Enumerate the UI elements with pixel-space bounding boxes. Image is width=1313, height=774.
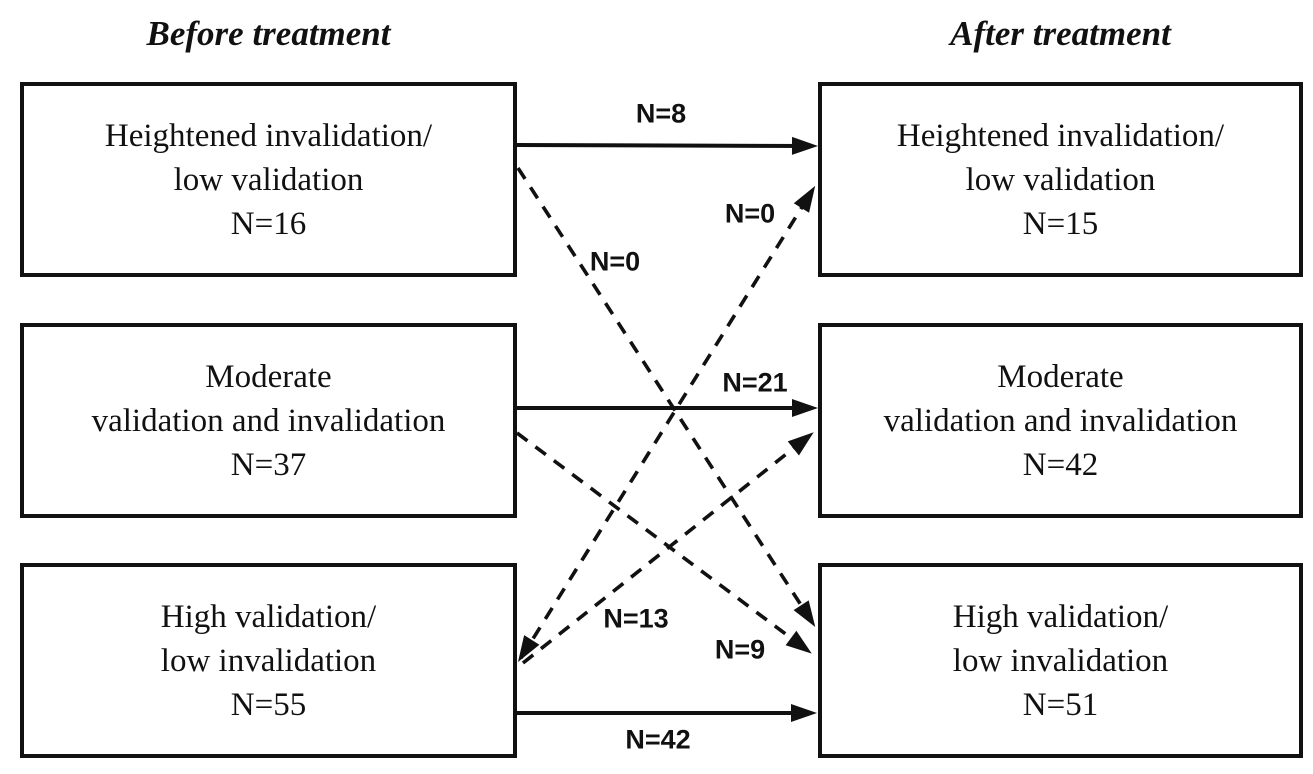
column-title-before: Before treatment <box>146 14 391 53</box>
arrow-label-heightened-to-high: N=0 <box>589 246 641 277</box>
arrow-label-high-to-heightened: N=0 <box>724 198 776 229</box>
arrow-label-high-to-moderate: N=13 <box>603 603 669 634</box>
box-count: N=15 <box>1022 205 1099 242</box>
column-title-after: After treatment <box>950 14 1171 53</box>
box-line: low validation <box>173 161 364 198</box>
box-count: N=16 <box>230 205 307 242</box>
arrow-label-high-to-high: N=42 <box>625 724 691 755</box>
arrow-label-moderate-to-moderate: N=21 <box>722 367 788 398</box>
box-before-high: High validation/ low invalidation N=55 <box>20 563 517 758</box>
box-line: validation and invalidation <box>91 402 446 439</box>
arrow-label-heightened-to-heightened: N=8 <box>635 98 687 129</box>
box-before-moderate: Moderate validation and invalidation N=3… <box>20 323 517 518</box>
box-after-moderate: Moderate validation and invalidation N=4… <box>818 323 1303 518</box>
box-count: N=42 <box>1022 446 1099 483</box>
arrow-high-to-heightened <box>519 185 816 659</box>
box-before-heightened: Heightened invalidation/ low validation … <box>20 82 517 277</box>
box-line: Moderate <box>205 358 332 395</box>
box-count: N=37 <box>230 446 307 483</box>
box-count: N=55 <box>230 686 307 723</box>
box-line: High validation/ <box>160 598 377 635</box>
arrow-heightened-to-heightened <box>516 136 818 155</box>
box-line: High validation/ <box>952 598 1169 635</box>
arrow-label-moderate-to-high: N=9 <box>714 634 766 665</box>
box-after-heightened: Heightened invalidation/ low validation … <box>818 82 1303 277</box>
box-line: validation and invalidation <box>883 402 1238 439</box>
box-line: low validation <box>965 161 1156 198</box>
box-count: N=51 <box>1022 686 1099 723</box>
box-line: low invalidation <box>952 642 1169 679</box>
box-line: Moderate <box>997 358 1124 395</box>
box-line: Heightened invalidation/ <box>896 117 1225 154</box>
box-line: low invalidation <box>160 642 377 679</box>
box-line: Heightened invalidation/ <box>104 117 433 154</box>
box-after-high: High validation/ low invalidation N=51 <box>818 563 1303 758</box>
